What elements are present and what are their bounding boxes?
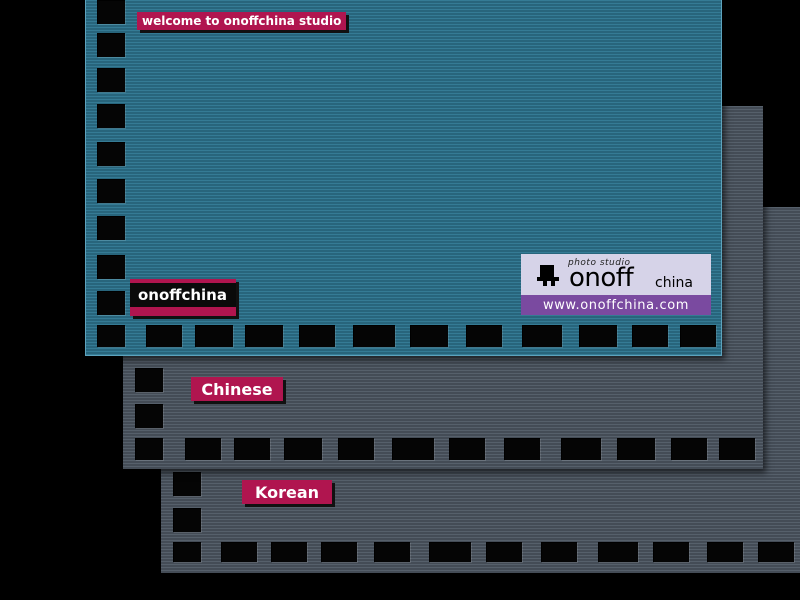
chinese-link[interactable]: Chinese [191,377,283,401]
film-hole [707,542,743,562]
chinese-link-label: Chinese [201,379,273,399]
film-hole [146,325,182,347]
film-hole [392,438,434,460]
film-hole [579,325,617,347]
film-hole [284,438,322,460]
logo-tagline: photo studio [568,258,631,268]
film-hole [680,325,716,347]
film-hole [449,438,485,460]
film-hole [338,438,374,460]
film-hole [97,0,125,24]
film-hole [97,68,125,92]
film-hole [135,368,163,392]
film-hole [97,142,125,166]
film-hole [234,438,270,460]
logo-url[interactable]: www.onoffchina.com [521,295,711,315]
film-hole [632,325,668,347]
film-hole [598,542,638,562]
welcome-label: welcome to onoffchina studio [137,12,347,30]
studio-logo[interactable]: photo studio onoff china www.onoffchina.… [521,254,711,315]
film-hole [221,542,257,562]
film-hole [410,325,448,347]
hat-icon [537,265,559,286]
film-hole [719,438,755,460]
film-hole [245,325,283,347]
film-hole [299,325,335,347]
film-hole [185,438,221,460]
onoffchina-link[interactable]: onoffchina [130,279,236,316]
film-hole [504,438,540,460]
film-hole [97,216,125,240]
film-hole [617,438,655,460]
film-hole [353,325,395,347]
film-hole [486,542,522,562]
film-hole [97,104,125,128]
film-hole [195,325,233,347]
film-hole [271,542,307,562]
korean-link[interactable]: Korean [242,480,332,504]
film-hole [97,33,125,57]
film-hole [653,542,689,562]
film-hole [173,472,201,496]
film-hole [522,325,562,347]
film-hole [97,255,125,279]
film-hole [374,542,410,562]
film-hole [321,542,357,562]
film-hole [97,325,125,347]
film-hole [97,291,125,315]
film-hole [135,438,163,460]
logo-brand-suffix: china [655,275,693,291]
film-hole [671,438,707,460]
film-hole [429,542,471,562]
film-hole [541,542,577,562]
film-hole [173,542,201,562]
film-hole [758,542,794,562]
korean-link-label: Korean [254,482,320,502]
film-hole [466,325,502,347]
film-hole [135,404,163,428]
onoffchina-link-label: onoffchina [130,283,236,307]
film-hole [561,438,601,460]
film-hole [173,508,201,532]
film-hole [97,179,125,203]
logo-brand: onoff [569,263,634,293]
